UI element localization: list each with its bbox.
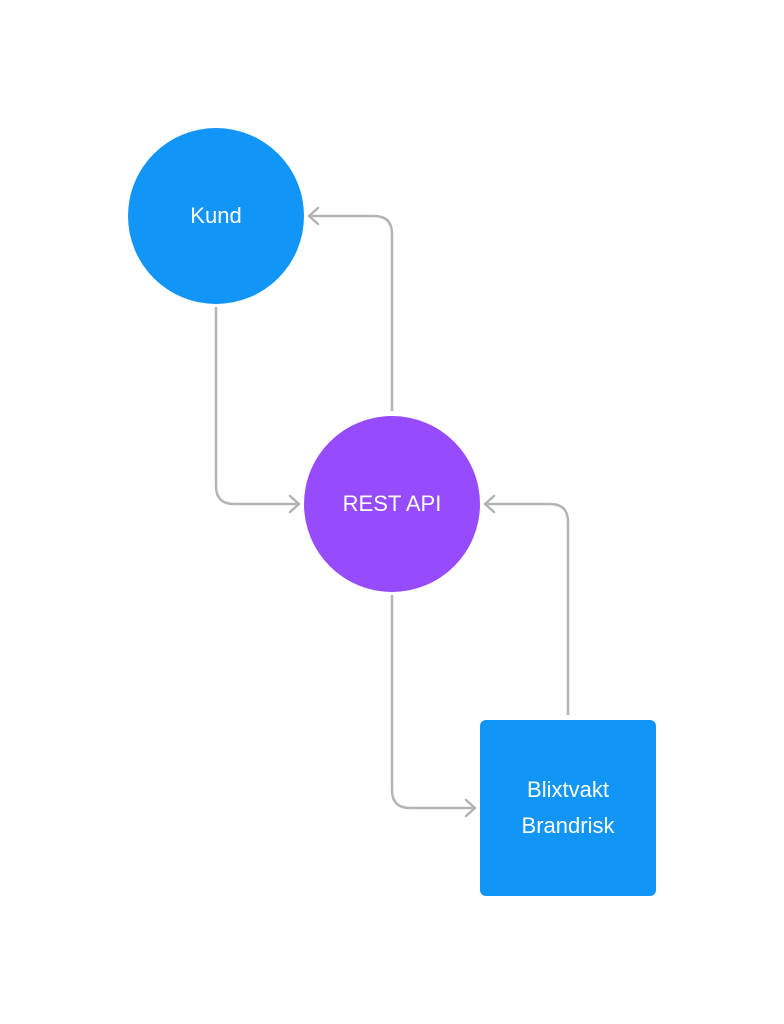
edge-blixtvakt-to-api (484, 502, 570, 716)
node-blixtvakt-label-line1: Blixtvakt (527, 777, 609, 802)
node-blixtvakt-brandrisk[interactable]: Blixtvakt Brandrisk (480, 720, 656, 896)
arrowhead-api-to-kund (307, 206, 320, 226)
node-rest-api-label: REST API (342, 491, 442, 516)
node-rest-api[interactable]: REST API (304, 416, 480, 592)
arrowhead-api-to-blixtvakt (464, 798, 477, 818)
edge-api-to-blixtvakt (390, 594, 476, 810)
edge-kund-to-api (214, 306, 300, 506)
arrowhead-kund-to-api (288, 494, 301, 514)
edge-api-to-kund (308, 214, 394, 412)
node-kund[interactable]: Kund (128, 128, 304, 304)
node-kund-label: Kund (190, 203, 242, 228)
node-blixtvakt-label-line2: Brandrisk (521, 813, 615, 838)
arrowhead-blixtvakt-to-api (483, 494, 496, 514)
